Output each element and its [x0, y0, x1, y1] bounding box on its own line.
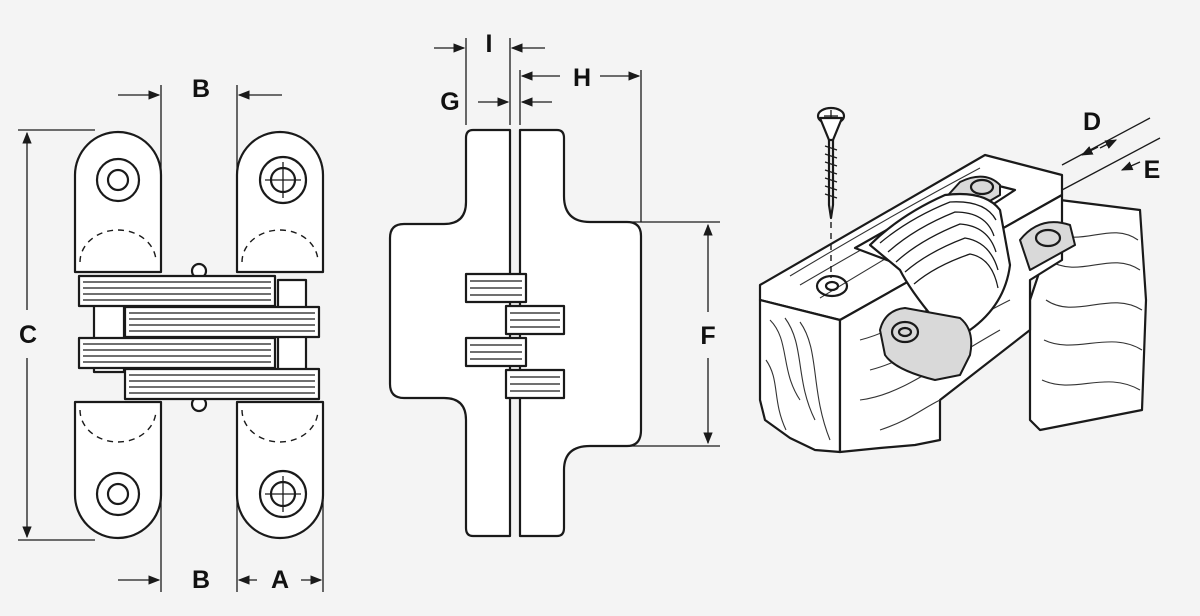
dim-label-g: G — [440, 88, 459, 116]
side-right-body — [518, 128, 643, 538]
hinge-link-bars — [77, 274, 321, 401]
front-view: C B B A — [18, 75, 325, 594]
screw-hole-icon — [258, 155, 308, 205]
side-view: I H G F — [388, 30, 720, 538]
dim-label-h: H — [573, 64, 591, 92]
installed-hinge-leaf-lower — [879, 307, 973, 381]
installed-view: D E — [758, 106, 1161, 454]
dim-label-i: I — [486, 30, 493, 58]
side-left-body — [388, 128, 512, 538]
dim-label-f: F — [700, 322, 715, 350]
screw-hole-icon — [95, 471, 141, 517]
dim-label-d: D — [1083, 108, 1101, 136]
screw-hole-icon — [258, 469, 308, 519]
dim-label-a: A — [271, 566, 289, 594]
screw-icon — [816, 106, 846, 278]
dim-label-e: E — [1144, 156, 1161, 184]
left-lower-leaf — [73, 400, 163, 540]
screw-hole-icon — [95, 157, 141, 203]
dim-label-c: C — [19, 321, 37, 349]
dim-label-b-bottom: B — [192, 566, 210, 594]
dim-label-b-top: B — [192, 75, 210, 103]
